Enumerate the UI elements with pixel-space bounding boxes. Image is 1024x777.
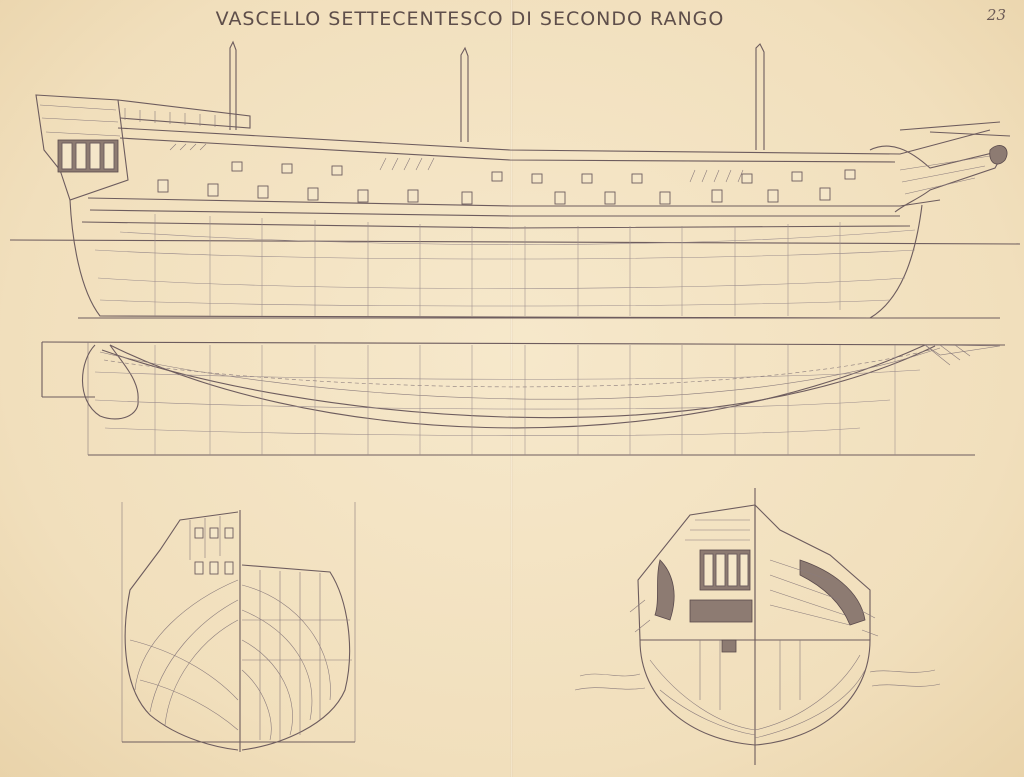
profile-view <box>9 40 1021 319</box>
paper-fold-crease <box>510 0 513 777</box>
half-breadth-view <box>41 341 1006 456</box>
waterline <box>9 239 1021 245</box>
mast-stumps <box>229 40 765 150</box>
stern-castle <box>35 94 251 201</box>
body-plan-view <box>121 502 356 752</box>
gun-ports-lower <box>157 179 831 205</box>
sheet-number: 23 <box>986 6 1006 24</box>
stern-perspective-view <box>574 488 941 765</box>
profile-hull-underwater <box>69 199 1000 319</box>
gun-decks <box>81 121 1011 229</box>
gun-ports-upper <box>231 161 856 184</box>
drawing-title: VASCELLO SETTECENTESCO DI SECONDO RANGO <box>215 8 725 30</box>
